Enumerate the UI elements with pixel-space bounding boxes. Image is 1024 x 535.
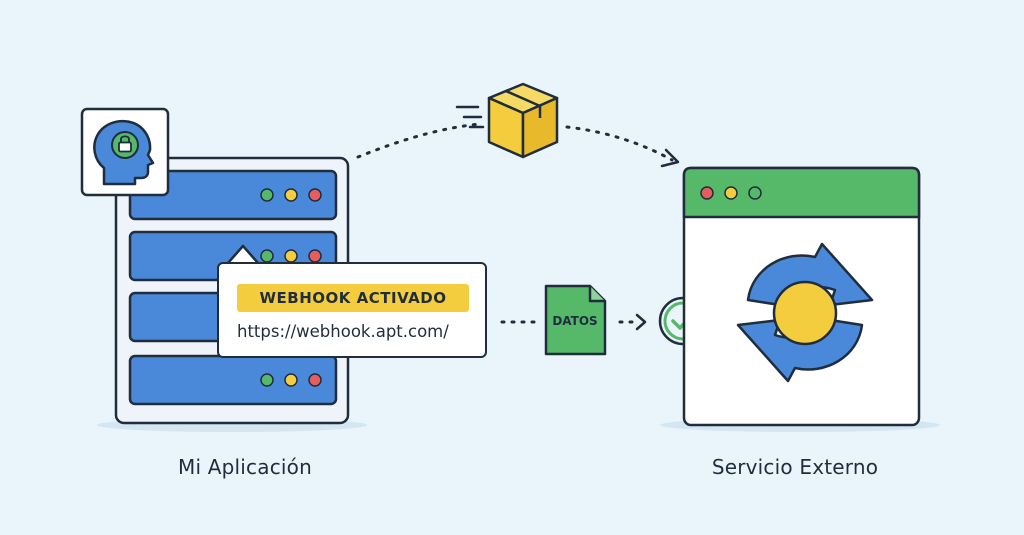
app-label: Mi Aplicación [178,455,312,479]
mid-arrow-head [635,313,647,331]
top-connector-left [356,122,482,159]
window-dot-green [748,186,762,200]
webhook-callout: WEBHOOK ACTIVADO https://webhook.apt.com… [217,262,487,358]
window-dot-yellow [724,186,738,200]
service-label: Servicio Externo [711,455,879,479]
document-label: DATOS [552,314,598,328]
top-connector-right [565,125,674,162]
server-unit [128,169,338,221]
window-dot-red [700,186,714,200]
motion-lines [455,105,485,129]
arrow-head [660,148,680,168]
head-lock-icon [80,107,170,197]
server-unit [128,354,338,406]
callout-pointer [227,244,259,264]
package-box-icon [487,82,559,159]
sync-arrows-icon [736,242,874,383]
webhook-url: https://webhook.apt.com/ [237,322,449,341]
webhook-status-badge: WEBHOOK ACTIVADO [237,284,469,312]
document-icon [544,284,607,356]
